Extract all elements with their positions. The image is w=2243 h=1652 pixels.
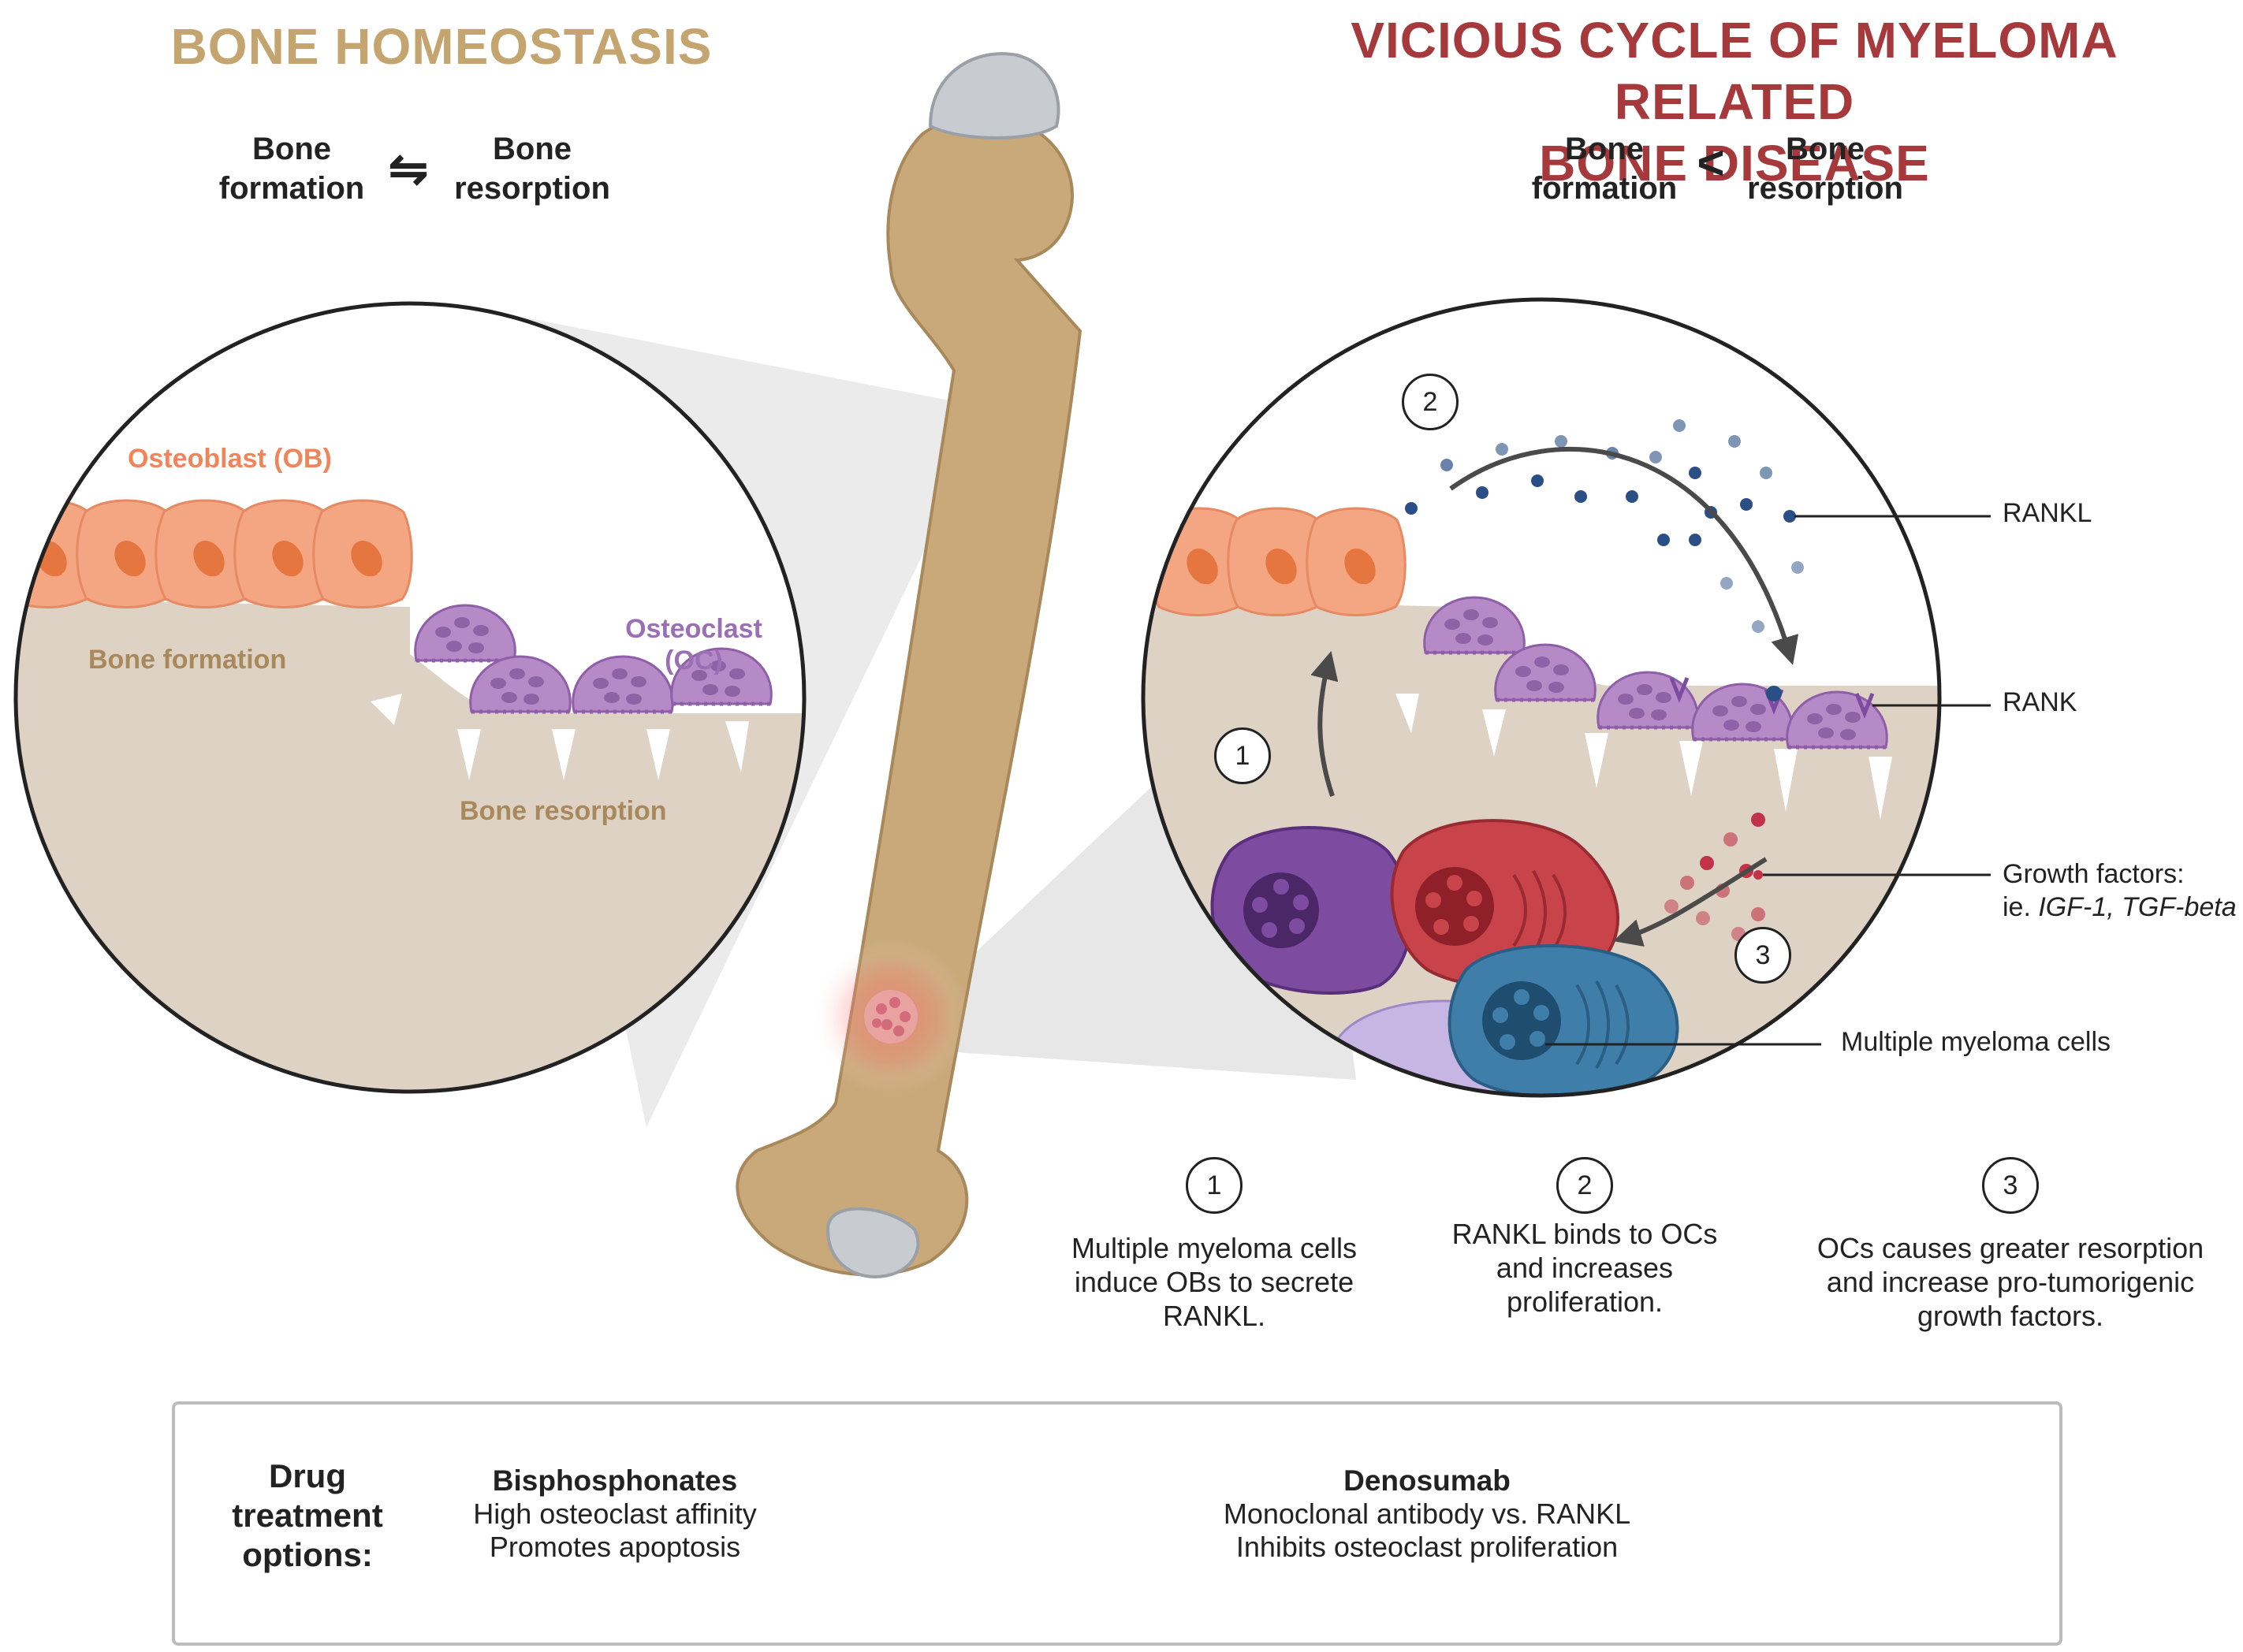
drug-heading-line-1: Drug: [269, 1457, 346, 1494]
step-3: 3 OCs causes greater resorption and incr…: [1790, 1157, 2231, 1333]
growth-factors-examples-line: ie. IGF-1, TGF-beta: [2003, 891, 2237, 924]
circle-number-3: 3: [1734, 927, 1791, 984]
step-2: 2 RANKL binds to OCs and increases proli…: [1411, 1157, 1758, 1319]
right-resorption-line-1: Bone: [1786, 132, 1865, 166]
denosumab-info: Denosumab Monoclonal antibody vs. RANKL …: [1206, 1464, 1648, 1564]
right-panel-title: VICIOUS CYCLE OF MYELOMA RELATED BONE DI…: [1230, 9, 2239, 194]
right-title-line-1: VICIOUS CYCLE OF MYELOMA RELATED: [1351, 12, 2118, 130]
step-1-number: 1: [1186, 1157, 1243, 1214]
step-3-line-2: and increase pro-tumorigenic: [1826, 1266, 2195, 1298]
osteoclast-label-line-2: (OC): [665, 646, 723, 675]
step-1-line-1: Multiple myeloma cells: [1071, 1232, 1358, 1264]
cycle-arrows: [1310, 447, 1799, 947]
bisphosphonates-info: Bisphosphonates High osteoclast affinity…: [449, 1464, 781, 1564]
step-2-text: RANKL binds to OCs and increases prolife…: [1411, 1217, 1758, 1319]
step-3-line-1: OCs causes greater resorption: [1816, 1232, 2204, 1264]
arrow-step-1: [1310, 651, 1339, 797]
step-3-text: OCs causes greater resorption and increa…: [1790, 1231, 2231, 1333]
right-resorption-line-2: resorption: [1747, 171, 1903, 206]
bisphosphonates-name: Bisphosphonates: [492, 1464, 738, 1497]
drug-heading-line-3: options:: [242, 1536, 373, 1573]
drug-heading: Drug treatment options:: [197, 1457, 418, 1575]
circle-number-1: 1: [1214, 727, 1271, 784]
step-1-line-3: RANKL.: [1162, 1300, 1266, 1332]
step-1-text: Multiple myeloma cells induce OBs to sec…: [1033, 1231, 1395, 1333]
osteoclast-label-line-1: Osteoclast: [625, 614, 762, 644]
bisphosphonates-line-1: High osteoclast affinity: [473, 1498, 757, 1530]
femur-bone: [736, 52, 1082, 1279]
growth-factors-prefix: ie.: [2003, 892, 2039, 922]
right-formation-line-2: formation: [1531, 171, 1678, 206]
rankl-label: RANKL: [2003, 498, 2092, 528]
less-than-symbol: <: [1697, 136, 1725, 189]
growth-factors-label: Growth factors: ie. IGF-1, TGF-beta: [2003, 858, 2237, 924]
growth-factors-title: Growth factors:: [2003, 859, 2185, 889]
step-2-number: 2: [1556, 1157, 1613, 1214]
bone-resorption-label: Bone resorption: [460, 796, 667, 826]
arrow-step-2: [1449, 447, 1799, 665]
left-bone-formation: Bone formation: [197, 129, 386, 208]
left-formation-line-2: formation: [218, 171, 365, 206]
growth-factors-examples: IGF-1, TGF-beta: [2038, 892, 2237, 922]
right-osteoblast-layer: [1148, 507, 1407, 616]
denosumab-name: Denosumab: [1343, 1464, 1511, 1497]
denosumab-line-1: Monoclonal antibody vs. RANKL: [1223, 1498, 1631, 1530]
rankl-dots: [1405, 419, 1804, 633]
bisphosphonates-line-2: Promotes apoptosis: [489, 1531, 741, 1563]
osteoclast-label: Osteoclast (OC): [615, 613, 773, 676]
left-formation-line-1: Bone: [252, 132, 331, 166]
right-resorption-pits: [1395, 694, 1892, 820]
step-3-line-3: growth factors.: [1917, 1300, 2104, 1332]
equilibrium-symbol: ⇋: [388, 143, 429, 195]
drug-heading-line-2: treatment: [232, 1497, 383, 1534]
step-1-line-2: induce OBs to secrete: [1074, 1266, 1354, 1298]
myeloma-cells-label: Multiple myeloma cells: [1841, 1027, 2111, 1057]
left-resorption-line-2: resorption: [454, 171, 610, 206]
right-formation-line-1: Bone: [1565, 132, 1644, 166]
step-1: 1 Multiple myeloma cells induce OBs to s…: [1033, 1157, 1395, 1333]
left-resorption-line-1: Bone: [493, 132, 572, 166]
osteoblast-label: Osteoblast (OB): [128, 444, 332, 474]
left-bone-resorption: Bone resorption: [438, 129, 627, 208]
step-3-number: 3: [1982, 1157, 2039, 1214]
right-title-line-2: BONE DISEASE: [1539, 135, 1930, 192]
right-bone-resorption: Bone resorption: [1731, 129, 1920, 208]
step-2-line-3: proliferation.: [1506, 1286, 1664, 1318]
step-2-line-1: RANKL binds to OCs: [1451, 1218, 1718, 1250]
denosumab-line-2: Inhibits osteoclast proliferation: [1235, 1531, 1619, 1563]
rank-label: RANK: [2003, 687, 2077, 717]
drug-treatment-box: [172, 1401, 2062, 1646]
left-panel-title: BONE HOMEOSTASIS: [170, 18, 713, 75]
bone-formation-label: Bone formation: [88, 645, 287, 675]
callout-lines: [1545, 512, 1991, 1046]
right-bone-formation: Bone formation: [1510, 129, 1699, 208]
step-2-line-2: and increases: [1496, 1252, 1674, 1284]
circle-number-2: 2: [1402, 374, 1459, 430]
arrow-step-3: [1613, 857, 1768, 947]
left-resorption-pits: [371, 694, 749, 780]
